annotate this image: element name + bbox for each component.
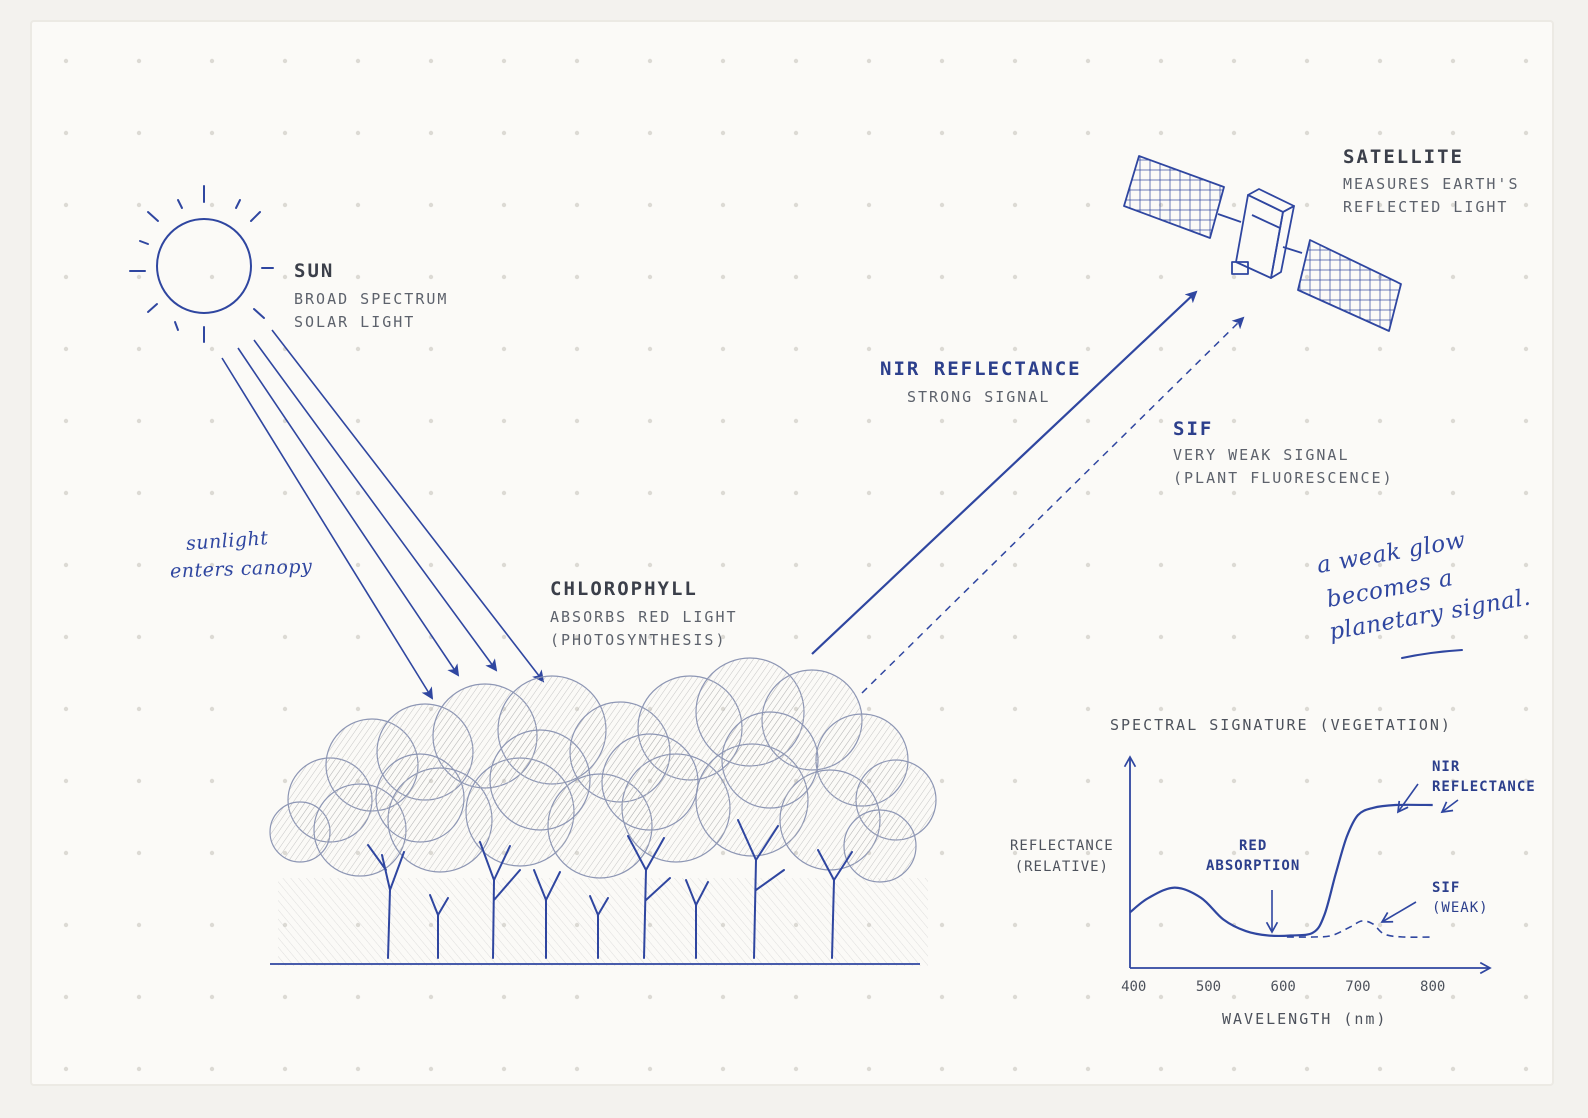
note-underline [1401, 649, 1463, 659]
chart-title: SPECTRAL SIGNATURE (VEGETATION) [1110, 716, 1452, 734]
nir-title: NIR REFLECTANCE [880, 358, 1082, 380]
forest-canopy [269, 657, 937, 966]
nir-chart-line-1: NIR [1432, 759, 1461, 775]
chlorophyll-title: CHLOROPHYLL [550, 578, 698, 600]
satellite-icon [1123, 155, 1402, 332]
x-tick-label-700: 700 [1345, 979, 1370, 995]
red-absorption-line-2: ABSORPTION [1206, 858, 1301, 874]
sif-arrow [861, 316, 1245, 694]
sif-pointer [1380, 901, 1417, 923]
sun-line-1: BROAD SPECTRUM [294, 290, 449, 308]
sun-line-2: SOLAR LIGHT [294, 313, 416, 331]
red-absorption-line-1: RED [1239, 838, 1268, 854]
satellite-line-2: REFLECTED LIGHT [1343, 198, 1509, 216]
nir-pointer-2 [1440, 799, 1459, 814]
sif-line-2: (PLANT FLUORESCENCE) [1173, 469, 1394, 487]
nir-reflectance-arrow [811, 290, 1198, 655]
sif-title: SIF [1173, 418, 1214, 440]
chart-x-label: WAVELENGTH (nm) [1222, 1010, 1388, 1028]
sun-description: BROAD SPECTRUM SOLAR LIGHT [294, 288, 448, 334]
spectral-chart: 400 500 600 700 800 [1121, 755, 1492, 995]
chart-y-label-line-1: REFLECTANCE [1010, 838, 1114, 854]
sif-chart-line-1: SIF [1432, 880, 1461, 896]
satellite-description: MEASURES EARTH'S REFLECTED LIGHT [1343, 173, 1520, 219]
sun-icon [129, 185, 274, 343]
nir-pointer-1 [1396, 783, 1419, 814]
red-absorption-label: RED ABSORPTION [1206, 836, 1300, 876]
x-tick-label-500: 500 [1196, 979, 1221, 995]
sunlight-rays [221, 329, 545, 700]
chlorophyll-line-1: ABSORBS RED LIGHT [550, 608, 738, 626]
sif-signal-line [1286, 920, 1433, 938]
sun-title: SUN [294, 260, 335, 282]
chart-y-label-line-2: (RELATIVE) [1014, 859, 1109, 875]
chlorophyll-line-2: (PHOTOSYNTHESIS) [550, 631, 727, 649]
nir-chart-label: NIR REFLECTANCE [1432, 757, 1536, 797]
nir-line-1: STRONG SIGNAL [907, 388, 1051, 406]
sif-description: VERY WEAK SIGNAL (PLANT FLUORESCENCE) [1173, 444, 1394, 490]
x-tick-label-600: 600 [1271, 979, 1296, 995]
satellite-line-1: MEASURES EARTH'S [1343, 175, 1520, 193]
sif-chart-line-2: (WEAK) [1432, 900, 1489, 916]
nir-chart-line-2: REFLECTANCE [1432, 779, 1536, 795]
vegetation-reflectance-line [1129, 803, 1433, 938]
sif-line-1: VERY WEAK SIGNAL [1173, 446, 1350, 464]
chlorophyll-description: ABSORBS RED LIGHT (PHOTOSYNTHESIS) [550, 606, 738, 652]
satellite-title: SATELLITE [1343, 146, 1464, 168]
x-tick-label-400: 400 [1121, 979, 1146, 995]
x-tick-label-800: 800 [1420, 979, 1445, 995]
sif-chart-label: SIF (WEAK) [1432, 878, 1489, 918]
chart-y-label: REFLECTANCE (RELATIVE) [1010, 836, 1114, 878]
